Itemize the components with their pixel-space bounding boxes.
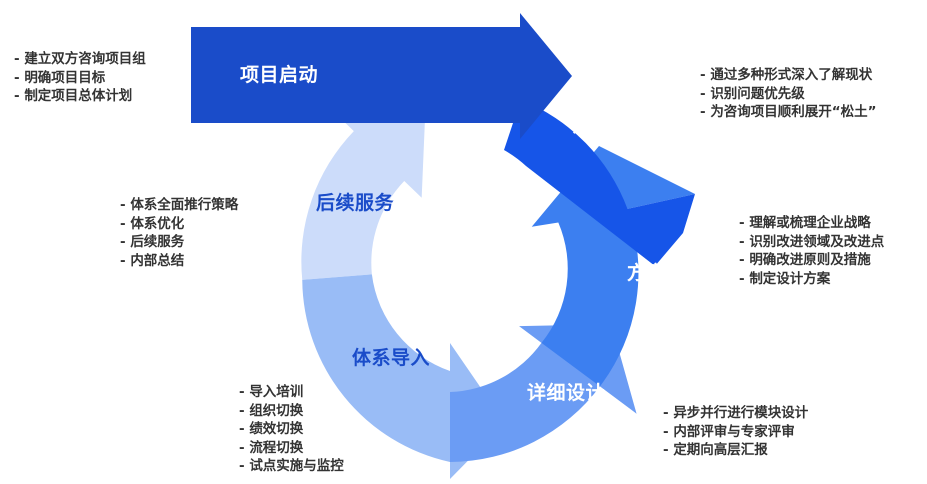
bullet-item: 通过多种形式深入了解现状 — [700, 66, 877, 85]
arrow-follow-up — [301, 95, 426, 280]
bullet-item: 流程切换 — [239, 439, 344, 458]
bullets-plan-design: 理解或梳理企业战略 识别改进领域及改进点 明确改进原则及措施 制定设计方案 — [739, 214, 884, 288]
stage-label-plan-design: 方案设计 — [627, 262, 706, 284]
bullets-research: 通过多种形式深入了解现状 识别问题优先级 为咨询项目顺利展开“松土” — [700, 66, 877, 122]
bullet-item: 绩效切换 — [239, 420, 344, 439]
bullet-item: 制定项目总体计划 — [14, 87, 146, 106]
bullets-system-import: 导入培训 组织切换 绩效切换 流程切换 试点实施与监控 — [239, 383, 344, 476]
stage-label-follow-up: 后续服务 — [316, 192, 395, 214]
bullet-item: 内部评审与专家评审 — [663, 423, 808, 442]
bullet-item: 建立双方咨询项目组 — [14, 50, 146, 69]
bullet-item: 内部总结 — [120, 252, 238, 271]
bullet-item: 理解或梳理企业战略 — [739, 214, 884, 233]
stage-label-research: 调研诊断 — [571, 115, 650, 137]
bullets-follow-up: 体系全面推行策略 体系优化 后续服务 内部总结 — [120, 196, 238, 270]
arrow-research — [504, 99, 695, 266]
arrow-plan-design — [531, 146, 695, 387]
arrow-project-start — [191, 13, 572, 139]
bullet-item: 异步并行进行模块设计 — [663, 404, 808, 423]
bullets-detail-design: 异步并行进行模块设计 内部评审与专家评审 定期向高层汇报 — [663, 404, 808, 460]
bullet-item: 识别问题优先级 — [700, 85, 877, 104]
bullet-item: 试点实施与监控 — [239, 457, 344, 476]
bullet-item: 明确项目目标 — [14, 69, 146, 88]
bullet-item: 后续服务 — [120, 233, 238, 252]
stage-label-system-import: 体系导入 — [352, 347, 431, 369]
bullet-item: 体系全面推行策略 — [120, 196, 238, 215]
bullet-item: 识别改进领域及改进点 — [739, 233, 884, 252]
stage-label-project-start: 项目启动 — [240, 64, 319, 86]
bullet-item: 组织切换 — [239, 402, 344, 421]
stage-label-detail-design: 详细设计 — [527, 382, 606, 404]
bullets-project-start: 建立双方咨询项目组 明确项目目标 制定项目总体计划 — [14, 50, 146, 106]
bullet-item: 明确改进原则及措施 — [739, 251, 884, 270]
bullet-item: 定期向高层汇报 — [663, 441, 808, 460]
bullet-item: 制定设计方案 — [739, 270, 884, 289]
bullet-item: 为咨询项目顺利展开“松土” — [700, 103, 876, 122]
bullet-item: 导入培训 — [239, 383, 344, 402]
bullet-item: 体系优化 — [120, 215, 238, 234]
